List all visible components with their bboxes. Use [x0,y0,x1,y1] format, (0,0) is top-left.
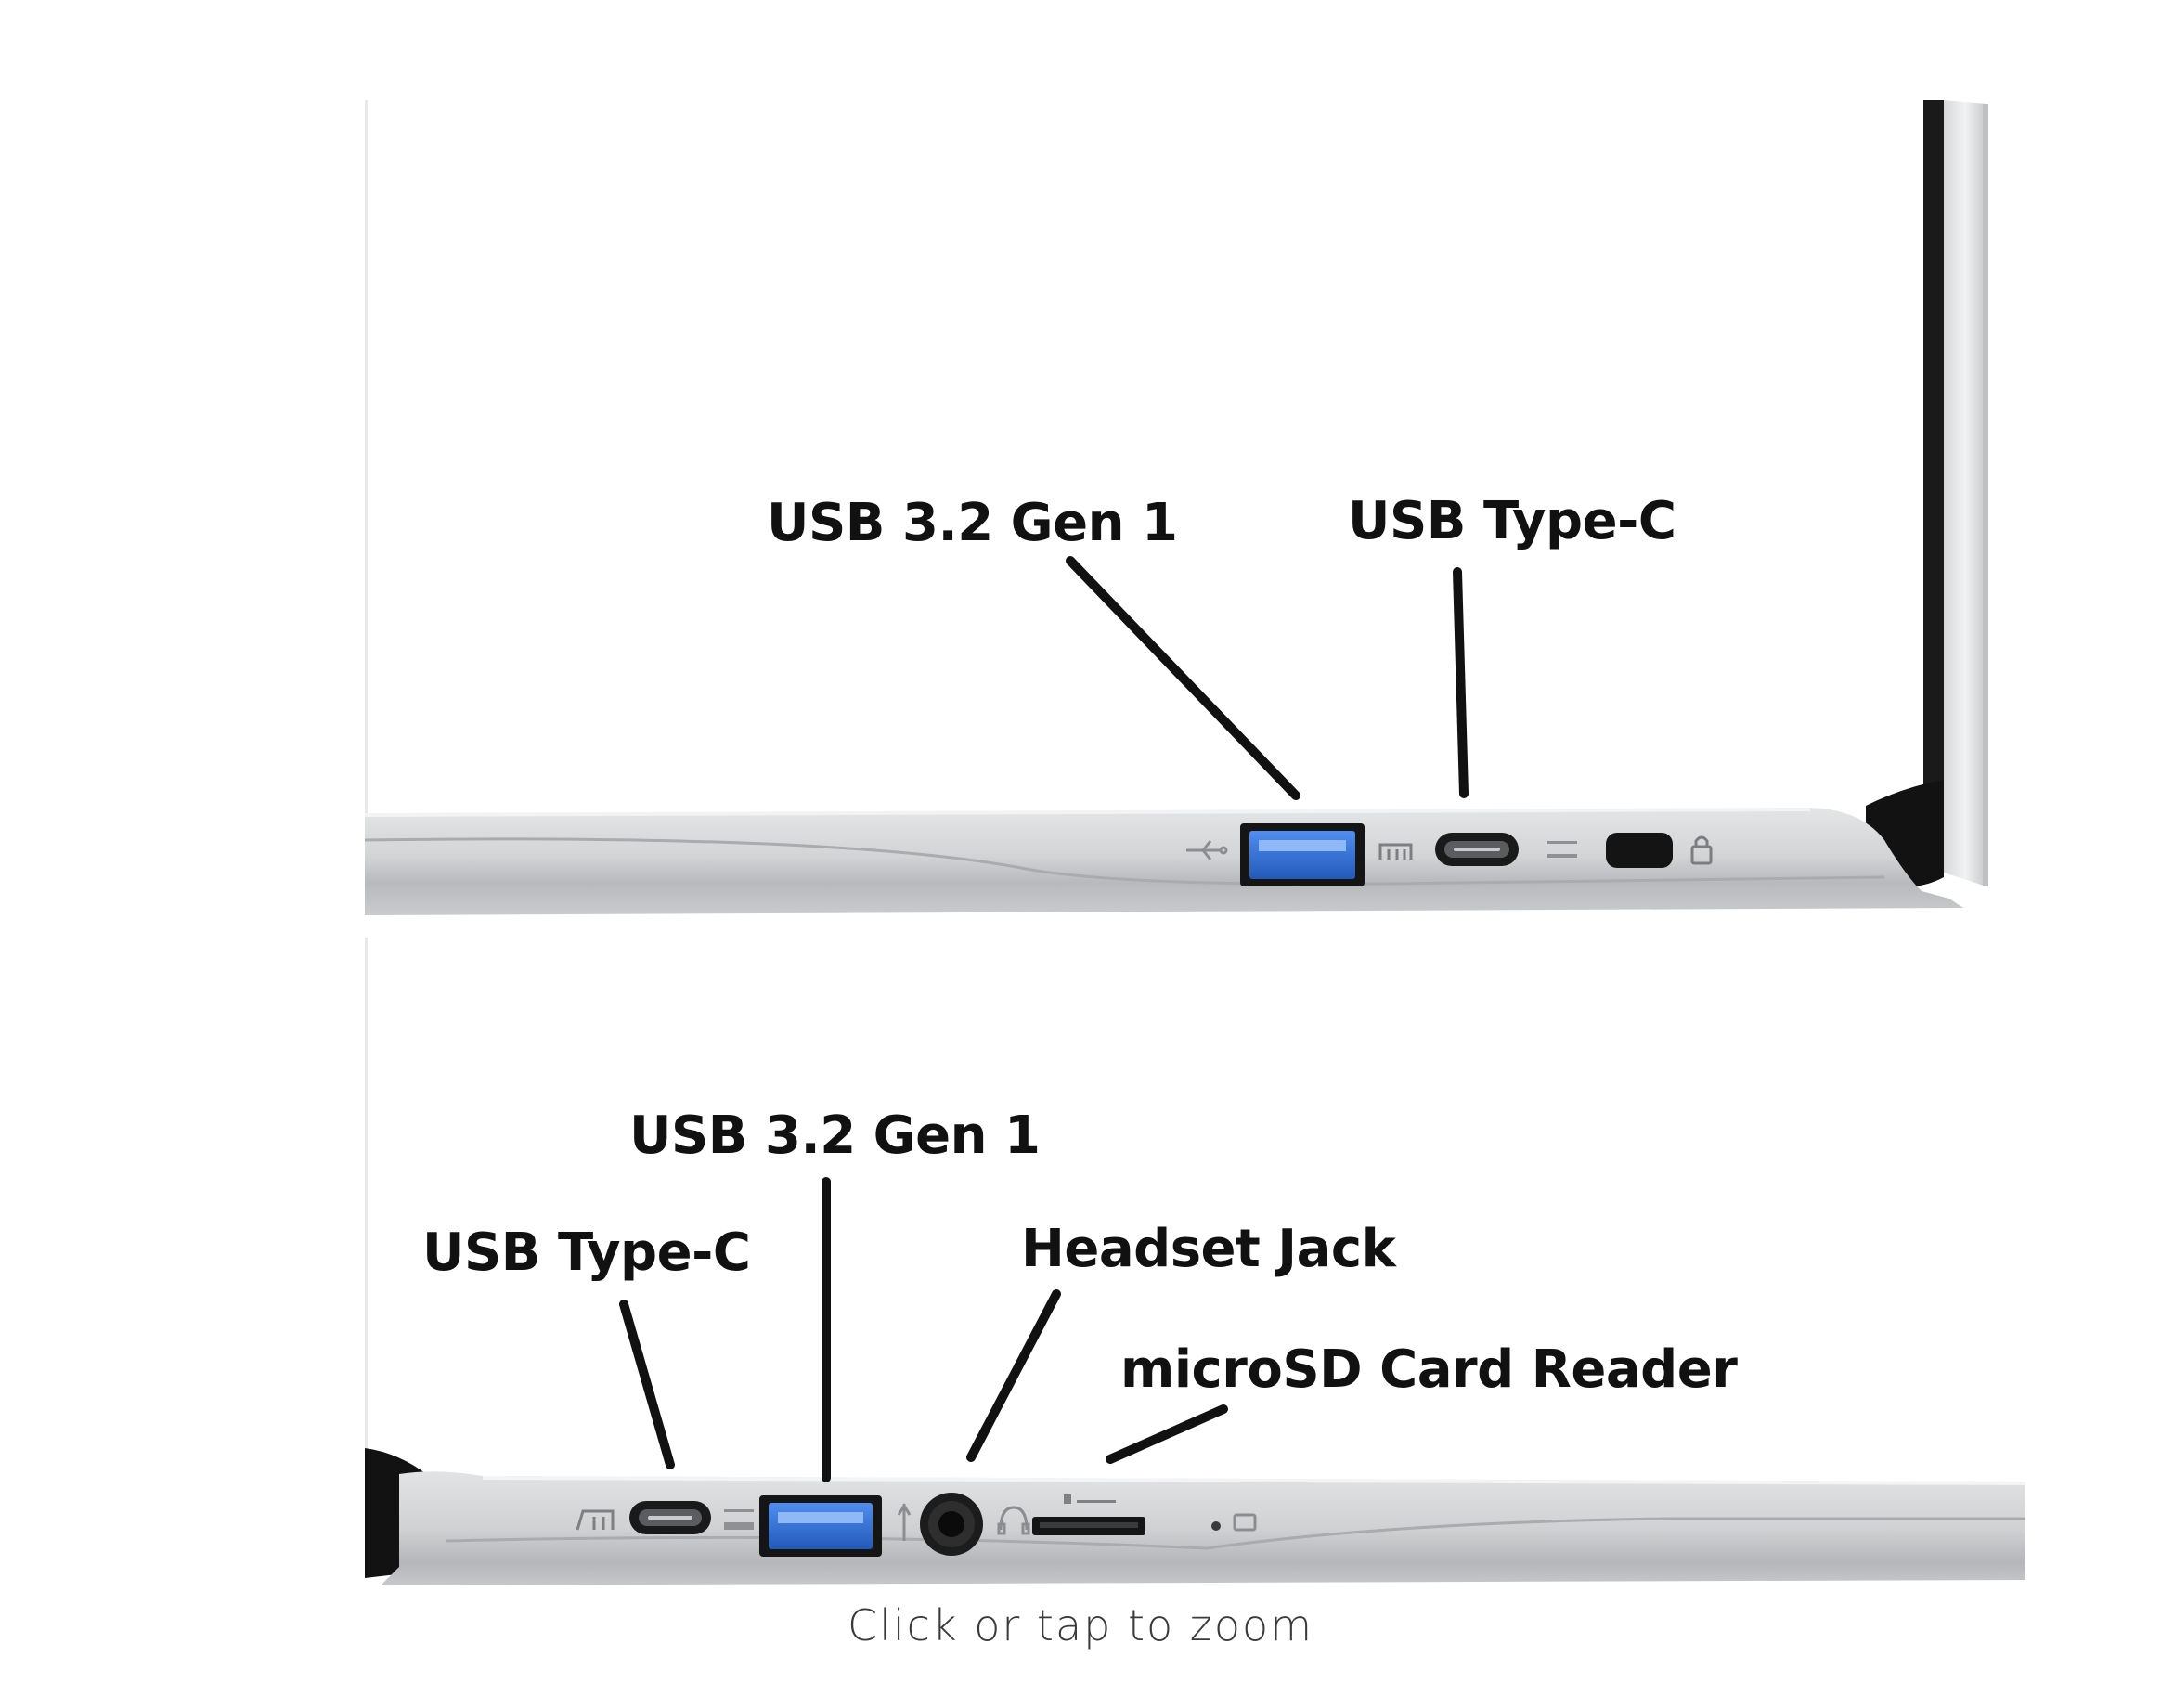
bottom-displayport-icon [576,1509,615,1531]
bottom-sd-label-icon [1064,1494,1116,1504]
bottom-status-led [1211,1521,1221,1531]
top-usb32-callout-line [1066,556,1300,800]
top-superspeed-icon [1378,843,1413,860]
top-usbc-label: USB Type-C [1348,491,1676,551]
bottom-superspeed-icon [724,1509,754,1530]
bottom-headset-callout-line [966,1289,1061,1462]
top-security-slot [1606,833,1673,868]
zoom-caption[interactable]: Click or tap to zoom [848,1600,1313,1650]
headset-jack-label: Headset Jack [1021,1219,1396,1279]
bottom-usb32-label: USB 3.2 Gen 1 [629,1106,1041,1166]
microsd-card-reader-label: microSD Card Reader [1120,1339,1738,1400]
top-chassis [365,808,1963,915]
bottom-usb-a-port [759,1495,882,1557]
bottom-chassis [381,1471,2025,1585]
bottom-usb-c-port [629,1501,711,1534]
top-laptop-view [364,100,1988,915]
bottom-usb-symbol-icon [897,1503,912,1541]
top-usb-symbol-icon [1186,840,1228,860]
bottom-microsd-callout-line [1106,1404,1228,1464]
bottom-usbc-label: USB Type-C [422,1223,751,1283]
top-usb-a-port [1240,823,1365,886]
top-usb32-label: USB 3.2 Gen 1 [767,493,1178,553]
bottom-left-edge [365,938,368,1457]
bottom-headset-jack [920,1493,983,1556]
bottom-headset-icon [997,1506,1030,1535]
bottom-usbc-callout-line [619,1300,675,1469]
top-port-marking-icon [1547,841,1577,858]
bottom-microsd-slot [1032,1517,1145,1535]
top-usbc-callout-line [1453,567,1469,798]
top-usb-c-port [1435,833,1519,866]
top-lock-icon [1690,835,1713,865]
top-left-edge [365,100,368,904]
top-lid [1923,100,1988,886]
bottom-laptop-view [365,938,2026,1585]
bottom-battery-icon [1233,1513,1257,1532]
